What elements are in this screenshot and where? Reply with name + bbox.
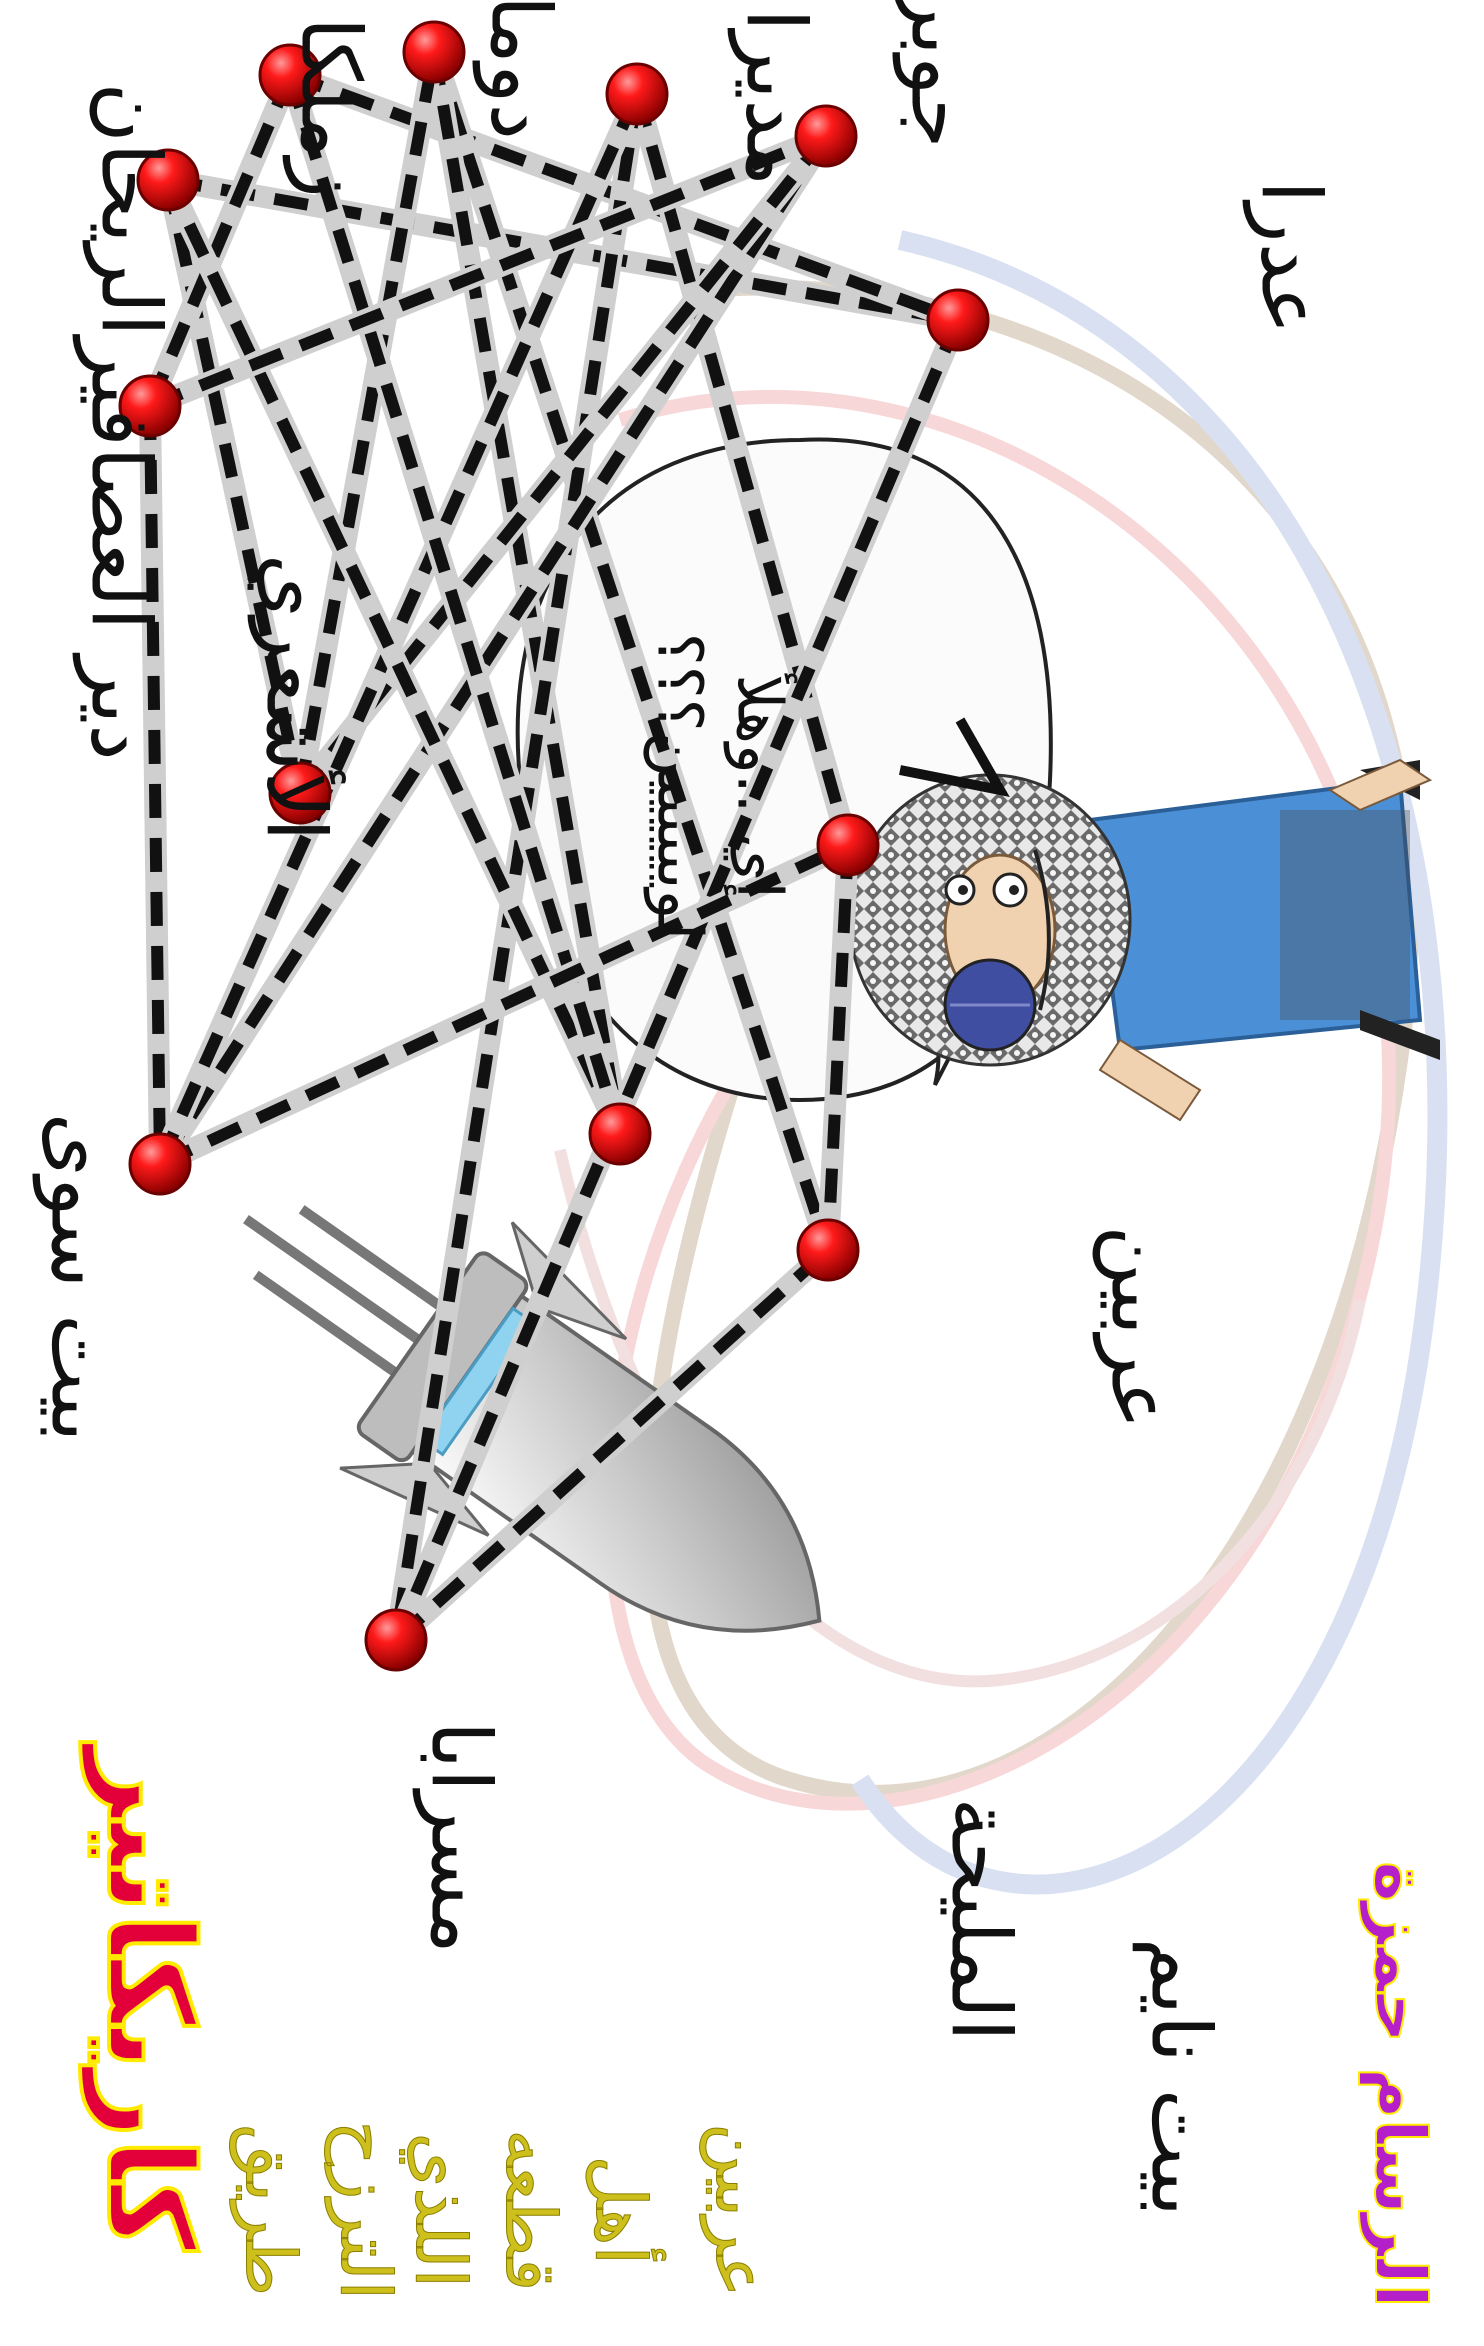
speech-text-line2: لويييييين؟؟؟ <box>643 632 717 941</box>
town-label-maliha: المليحة <box>932 1797 1028 2042</box>
character-figure <box>848 758 1440 1122</box>
artist-signature: الرسام حمزة <box>1358 1860 1442 2309</box>
route-line-sawa-madira <box>154 91 643 1167</box>
route-lines <box>139 41 969 1651</box>
town-marker-sawa <box>128 1132 192 1196</box>
town-marker-nayim <box>796 1218 860 1282</box>
route-line-mesraba-nayim <box>391 1245 833 1645</box>
town-label-zamalka: زملكا <box>282 17 378 198</box>
town-markers <box>118 20 990 1672</box>
town-label-mesraba: مسرابا <box>412 1721 508 1954</box>
route-line-sawa-arbin <box>157 839 851 1170</box>
town-label-beit-nayim: بيت نايم <box>1132 1937 1228 2217</box>
tagline-line-6: عربين <box>699 2123 782 2298</box>
town-marker-maliha <box>588 1102 652 1166</box>
town-label-adra: عدرا <box>1242 180 1338 335</box>
route-line-deir-jobar <box>147 130 829 412</box>
route-line-arbin-nayim <box>822 844 854 1251</box>
town-label-beit-sawa: بيت سوى <box>32 1112 128 1443</box>
route-line-base-rihan-ashari <box>157 169 311 804</box>
tagline-line-2: الترزح <box>324 2120 407 2301</box>
town-marker-zamalka <box>258 43 322 107</box>
route-line-jobar-sawa <box>154 132 832 1168</box>
town-marker-jobar <box>794 104 858 168</box>
town-marker-madira <box>605 62 669 126</box>
town-marker-deir <box>118 374 182 438</box>
route-line-deir-sawa <box>144 405 166 1165</box>
town-marker-rihan <box>136 148 200 212</box>
route-line-douma-nayim <box>428 50 834 1252</box>
route-line-madira-mesraba <box>390 93 643 1641</box>
town-label-ashari: الأشعري <box>247 553 343 842</box>
route-line-jobar-ashari <box>295 132 831 797</box>
tagline-line-4: قطعه <box>489 2129 572 2292</box>
tagline-line-5: أهل <box>579 2155 662 2265</box>
tagline-line-3: اللذي <box>399 2132 482 2288</box>
route-line-adra-mesraba <box>390 317 964 1643</box>
town-label-madira: مديرا <box>727 8 823 187</box>
town-marker-mesraba <box>364 1608 428 1672</box>
town-marker-adra <box>926 288 990 352</box>
town-label-rihan: الريحان <box>82 82 178 337</box>
route-line-ashari-douma <box>294 50 440 795</box>
route-line-zamalka-deir <box>144 72 296 409</box>
rocket-icon <box>243 1205 822 1633</box>
town-label-douma: دوما <box>472 0 568 141</box>
route-line-madira-arbin <box>631 92 854 847</box>
town-label-deir-asafir: دير العصافير <box>72 337 168 761</box>
town-label-jobar: جوبر <box>892 0 988 149</box>
tagline-line-1: طريق <box>229 2124 312 2297</box>
town-label-arbin: عربين <box>1092 1225 1188 1430</box>
arrow-icon <box>899 717 1010 798</box>
town-marker-arbin <box>816 813 880 877</box>
route-line-zamalka-maliha <box>284 73 626 1136</box>
brand-title: كاريكاتير <box>79 1745 221 2253</box>
speech-text-line1: إي...وهلأ <box>723 674 797 899</box>
town-marker-ashari <box>268 761 332 825</box>
town-marker-douma <box>402 20 466 84</box>
